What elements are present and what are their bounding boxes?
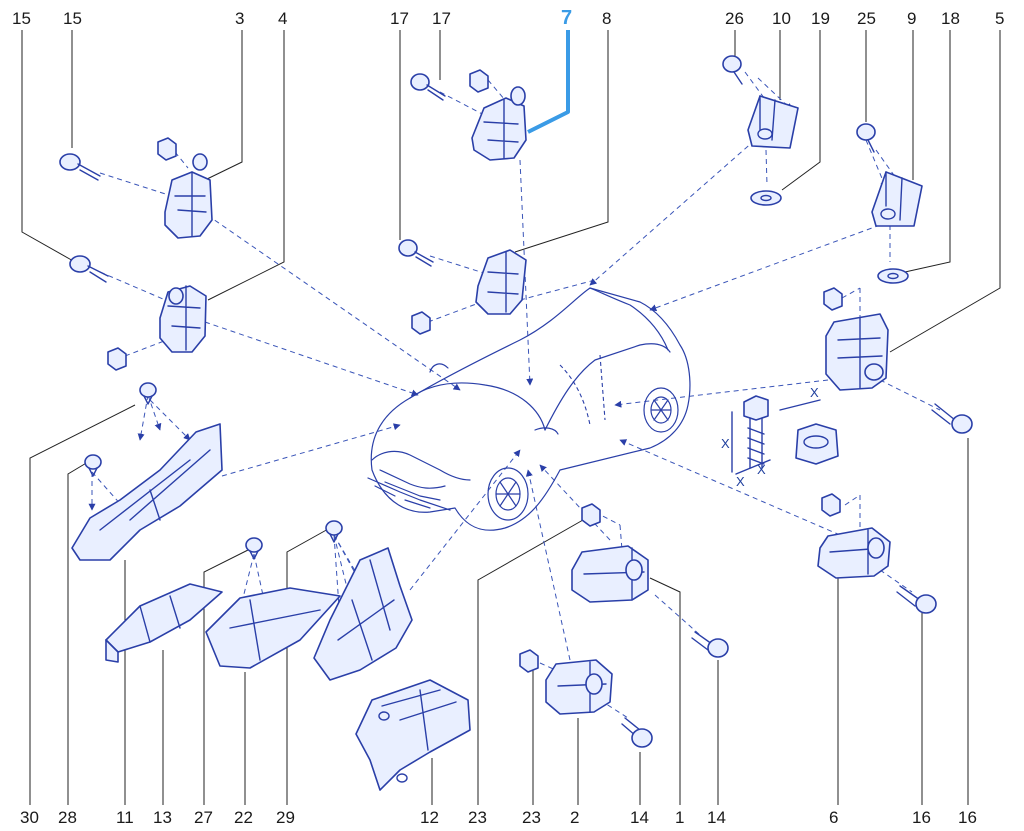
reinforcement-29 (313, 547, 413, 681)
callout-27: 27 (194, 808, 213, 827)
leader-lines (21, 30, 1001, 805)
bracket-13 (105, 583, 223, 663)
nut-icon (107, 347, 127, 371)
callout-1: 1 (675, 808, 684, 827)
callout-10: 10 (772, 9, 791, 28)
hinge-4 (159, 285, 207, 353)
callout-30: 30 (20, 808, 39, 827)
top-callouts: 15 15 3 4 17 17 7 8 26 10 19 25 9 18 5 (12, 7, 1004, 29)
callout-8: 8 (602, 9, 611, 28)
washer-icon (877, 268, 909, 284)
callout-16-left: 16 (912, 808, 931, 827)
reinforcement-11 (71, 423, 223, 561)
clip-icon (325, 520, 343, 543)
callout-9: 9 (907, 9, 916, 28)
clip-icon (84, 454, 102, 477)
bolt-icon (856, 123, 876, 153)
callout-13: 13 (153, 808, 172, 827)
bracket-12 (355, 679, 471, 791)
clip-icon (139, 382, 157, 405)
bolt-icon (896, 585, 937, 614)
callout-2: 2 (570, 808, 579, 827)
bolt-icon (691, 631, 729, 658)
bolt-icon (621, 717, 653, 748)
bolt-icon (410, 73, 446, 101)
callout-18: 18 (941, 9, 960, 28)
hinge-8 (475, 249, 527, 315)
clip-icon (245, 537, 263, 560)
nut-icon (519, 649, 539, 673)
hinge-5 (825, 313, 889, 391)
callout-23: 23 (522, 808, 541, 827)
bottom-callouts: 30 28 11 13 27 22 29 12 23 23 2 14 1 14 … (20, 808, 977, 827)
bolt-icon (59, 153, 101, 181)
hinge-7 (471, 86, 527, 161)
callout-19: 19 (811, 9, 830, 28)
hinge-3 (164, 153, 213, 239)
front-wheel-icon (487, 467, 529, 521)
callout-16: 16 (958, 808, 977, 827)
callout-14: 14 (707, 808, 726, 827)
hinge-6 (817, 527, 891, 579)
nut-icon (823, 287, 843, 311)
vehicle-outline (367, 287, 691, 531)
dimension-x-1: X (721, 436, 730, 451)
nut-icon (469, 69, 489, 93)
bracket-22 (205, 587, 341, 669)
bolt-icon (398, 239, 434, 267)
dimension-x-4: X (810, 385, 819, 400)
nut-icon (821, 493, 841, 517)
washer-icon (750, 190, 782, 206)
callout-15: 15 (63, 9, 82, 28)
callout-28: 28 (58, 808, 77, 827)
callout-5: 5 (995, 9, 1004, 28)
callout-25: 25 (857, 9, 876, 28)
dimension-detail: X X X X (721, 385, 839, 489)
bolt-icon (931, 403, 973, 434)
hinge-2 (545, 659, 613, 715)
bolt-icon (722, 55, 743, 85)
striker-bracket-9 (871, 171, 923, 227)
callout-26: 26 (725, 9, 744, 28)
highlight-leader-7 (527, 30, 570, 134)
callout-12: 12 (420, 808, 439, 827)
dimension-x-2: X (736, 474, 745, 489)
callout-4: 4 (278, 9, 287, 28)
nut-icon (157, 137, 177, 161)
callout-11: 11 (116, 808, 134, 827)
callout-17-left: 17 (390, 9, 409, 28)
hinge-1 (571, 545, 649, 603)
hinges-and-brackets (71, 86, 923, 791)
striker-bracket-10 (747, 95, 799, 149)
dimension-x-3: X (757, 462, 766, 477)
callout-23-left: 23 (468, 808, 487, 827)
callout-7-highlighted: 7 (561, 7, 572, 29)
callout-6: 6 (829, 808, 838, 827)
callout-15-left: 15 (12, 9, 31, 28)
callout-3: 3 (235, 9, 244, 28)
fasteners (59, 55, 973, 748)
rear-wheel-icon (643, 387, 679, 433)
nut-icon (581, 503, 601, 527)
nut-icon (411, 311, 431, 335)
callout-22: 22 (234, 808, 253, 827)
callout-14-left: 14 (630, 808, 649, 827)
bolt-icon (69, 255, 109, 283)
callout-17: 17 (432, 9, 451, 28)
callout-29: 29 (276, 808, 295, 827)
